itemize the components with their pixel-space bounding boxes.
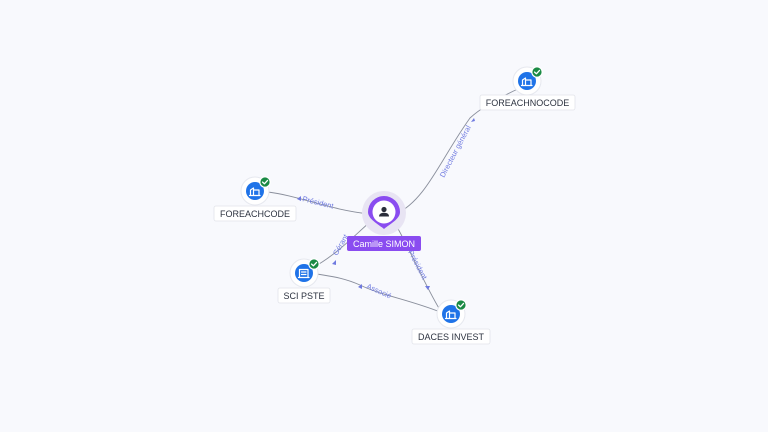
- node-label-box: [411, 328, 491, 345]
- edge-label-president-daces: Président: [406, 249, 429, 282]
- edge-arrow: [471, 118, 475, 122]
- edge-center-daces-invest: [395, 224, 441, 311]
- check-icon: [308, 258, 320, 270]
- company-node-daces-invest[interactable]: DACES INVEST: [411, 299, 491, 345]
- edge-arrow: [425, 286, 430, 290]
- edge-daces-invest-sci-pste: [311, 272, 441, 313]
- edge-label-associe: Associé: [365, 282, 393, 301]
- edge-arrow: [297, 196, 301, 201]
- node-label-box: [479, 94, 576, 111]
- company-name: DACES INVEST: [418, 332, 485, 342]
- company-node-sci-pste[interactable]: SCI PSTE: [277, 258, 331, 304]
- node-label-box: [213, 205, 297, 222]
- edge-center-foreachcode: [267, 191, 371, 215]
- node-label-box: [277, 287, 331, 304]
- edge-arrow: [358, 284, 362, 289]
- company-name: FOREACHNOCODE: [486, 98, 570, 108]
- edge-arrow: [332, 260, 336, 265]
- person-name: Camille SIMON: [353, 239, 415, 249]
- person-icon: [379, 206, 389, 217]
- building-icon: [297, 268, 310, 279]
- person-node-center[interactable]: Camille SIMON: [347, 191, 421, 251]
- check-icon: [455, 299, 467, 311]
- company-name: FOREACHCODE: [220, 209, 290, 219]
- check-icon: [531, 66, 543, 78]
- building-icon: [520, 77, 533, 87]
- person-name-box: [347, 236, 421, 251]
- building-icon: [248, 187, 261, 197]
- building-icon: [444, 310, 457, 320]
- company-name: SCI PSTE: [283, 291, 324, 301]
- company-node-foreachnocode[interactable]: FOREACHNOCODE: [479, 66, 576, 111]
- edge-label-directeur-general: Directeur général: [438, 124, 473, 179]
- edge-label-president-foreachcode: Président: [302, 194, 336, 211]
- company-node-foreachcode[interactable]: FOREACHCODE: [213, 176, 297, 222]
- check-icon: [259, 176, 271, 188]
